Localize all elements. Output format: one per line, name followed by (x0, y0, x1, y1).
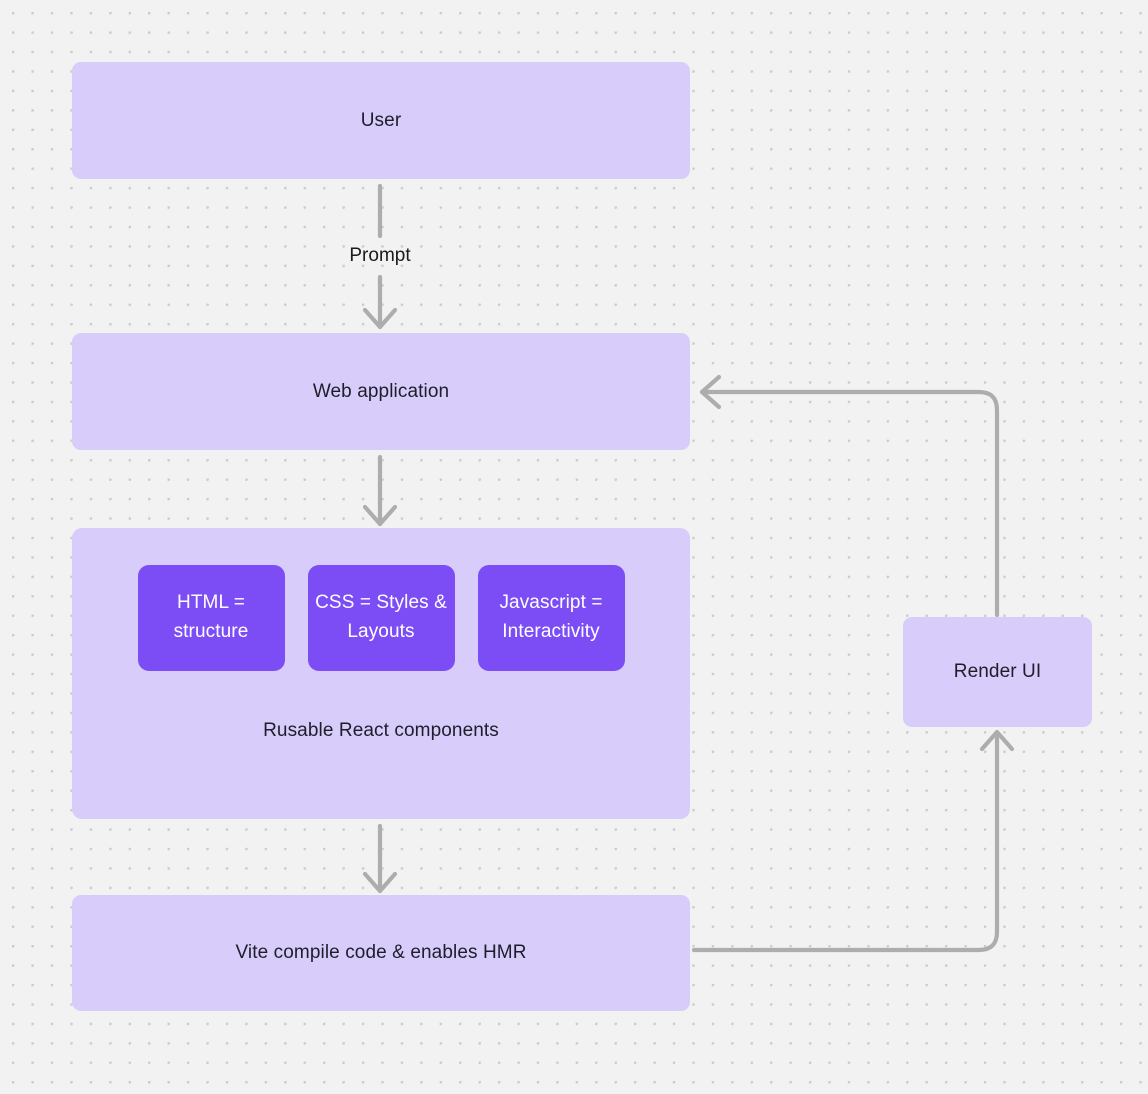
node-web-application-label: Web application (312, 380, 450, 402)
chip-html-label: HTML = structure (173, 592, 249, 642)
node-render-ui-label: Render UI (953, 661, 1042, 683)
node-vite-label: Vite compile code & enables HMR (235, 942, 527, 964)
edge-webapp-to-components (362, 454, 398, 527)
components-caption: Rusable React components (263, 720, 499, 741)
arrowhead-down (362, 307, 398, 330)
node-user[interactable]: User (72, 62, 690, 179)
arrowhead-down (362, 871, 398, 894)
node-web-application[interactable]: Web application (72, 333, 690, 450)
arrowhead-left (699, 374, 722, 410)
chip-css[interactable]: CSS = Styles & Layouts (307, 565, 455, 671)
edge-label-prompt: Prompt (349, 245, 411, 266)
chip-row: HTML = structure CSS = Styles & Layouts … (72, 565, 690, 671)
edge-render-ui-to-webapp (699, 374, 1000, 618)
edge-vite-to-render-ui (691, 729, 1015, 953)
chip-javascript[interactable]: Javascript = Interactivity (477, 565, 625, 671)
edge-components-to-vite (362, 823, 398, 894)
chip-css-label: CSS = Styles & Layouts (315, 592, 447, 642)
node-components-group[interactable]: HTML = structure CSS = Styles & Layouts … (72, 528, 690, 819)
chip-javascript-label: Javascript = Interactivity (499, 592, 603, 642)
chip-html[interactable]: HTML = structure (137, 565, 285, 671)
node-render-ui[interactable]: Render UI (903, 617, 1092, 727)
node-vite[interactable]: Vite compile code & enables HMR (72, 895, 690, 1011)
arrowhead-up (979, 729, 1015, 752)
arrowhead-down (362, 504, 398, 527)
edge-segment (699, 389, 1000, 618)
node-user-label: User (360, 109, 402, 131)
edge-segment (691, 731, 1000, 953)
